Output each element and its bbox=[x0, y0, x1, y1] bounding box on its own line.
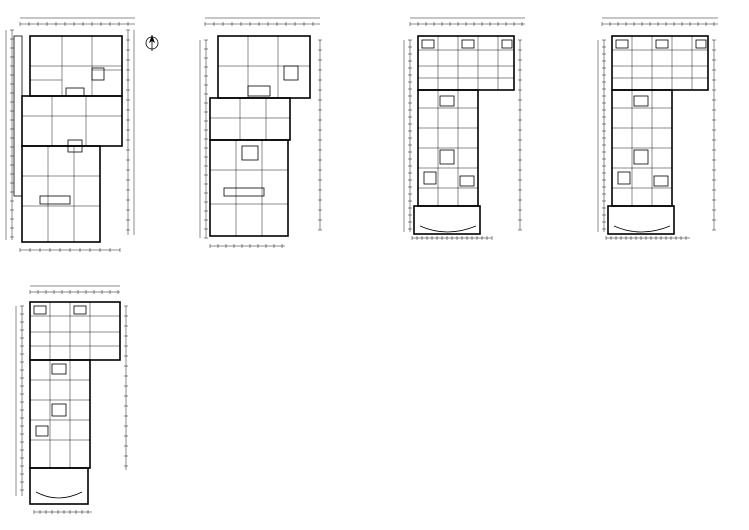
dimension-lines-plan-5 bbox=[15, 285, 127, 513]
floor-plan-4 bbox=[597, 17, 718, 239]
floor-plan-1 bbox=[5, 17, 135, 251]
floor-plan-3 bbox=[403, 17, 525, 239]
dimension-lines-plan-3 bbox=[403, 17, 525, 239]
north-arrow-icon bbox=[145, 35, 159, 51]
floor-plan-5 bbox=[15, 285, 127, 513]
dimension-lines-plan-4 bbox=[597, 17, 718, 239]
dimension-lines-plan-1 bbox=[5, 17, 135, 251]
floor-plan-2 bbox=[199, 17, 321, 247]
